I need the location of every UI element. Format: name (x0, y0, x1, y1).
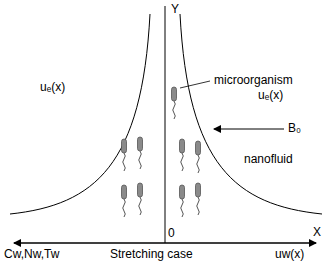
axis-label: X (313, 225, 321, 239)
y-axis (165, 6, 166, 243)
microorganism-symbol (196, 183, 201, 215)
microorganism-symbol (138, 183, 143, 215)
field-label: B₀ (288, 121, 301, 135)
microorganism-symbol (122, 139, 127, 171)
origin-label: 0 (168, 226, 175, 240)
streamline (180, 14, 322, 214)
microorganism-symbol (122, 185, 127, 217)
velocity-label: uₑ(x) (258, 88, 283, 102)
field-arrow (214, 129, 284, 130)
axis-label: Y (171, 2, 179, 16)
fluid-label: nanofluid (244, 152, 293, 166)
microorganism-symbol (180, 185, 185, 217)
x-axis (14, 243, 316, 244)
streamline (10, 14, 150, 214)
microorganism-symbol (172, 87, 177, 119)
velocity-label: uₑ(x) (40, 80, 65, 94)
microorganism-symbol (196, 141, 201, 173)
x-axis (14, 243, 316, 244)
velocity-label: uw(x) (275, 247, 304, 261)
part-label: microorganism (214, 73, 293, 87)
leader-line (180, 81, 210, 88)
microorganism-symbol (138, 137, 143, 169)
microorganism-symbol (180, 139, 185, 171)
case-label: Stretching case (110, 247, 193, 261)
boundary-label: Cw,Nw,Tw (4, 247, 59, 261)
